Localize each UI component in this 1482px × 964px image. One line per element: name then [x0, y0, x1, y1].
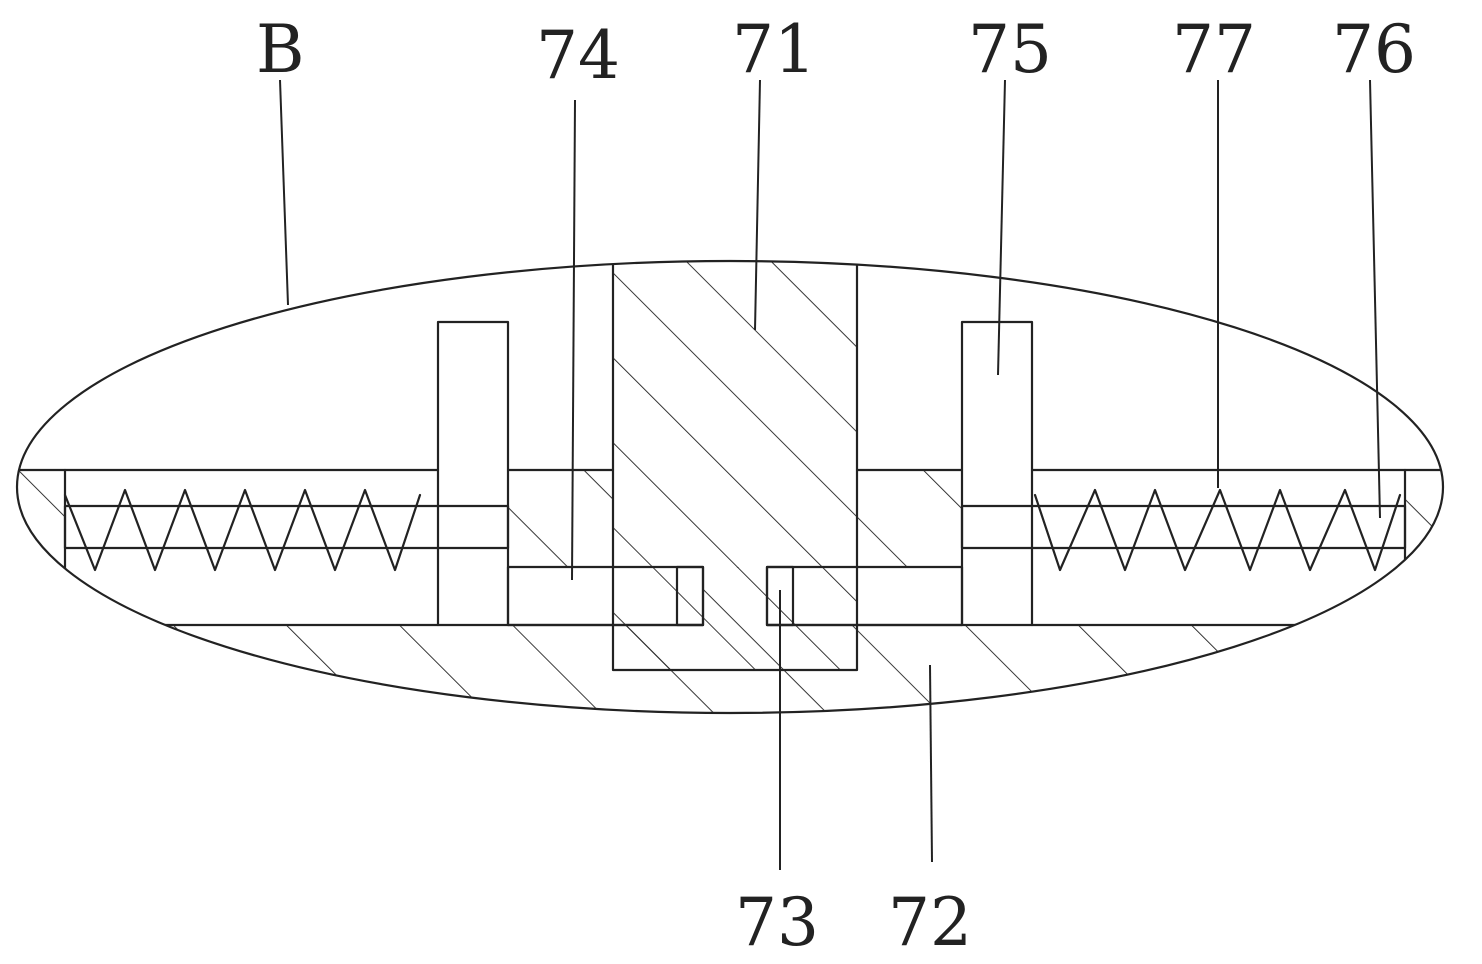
label-77: 77 [1172, 11, 1256, 88]
leader-76 [1369, 79, 1381, 519]
left-guide-rod [63, 504, 510, 550]
right-guide-rod-76 [960, 504, 1407, 550]
label-74: 74 [536, 17, 620, 94]
leader-74 [571, 99, 576, 581]
leader-71 [754, 79, 761, 331]
left-spring [63, 488, 422, 572]
label-75: 75 [968, 11, 1052, 88]
leader-75 [997, 79, 1006, 376]
right-stop-block-75 [960, 320, 1034, 627]
label-72: 72 [888, 884, 972, 961]
left-stop-block [436, 320, 510, 627]
leader-B [279, 79, 289, 306]
label-76: 76 [1332, 11, 1416, 88]
leader-72 [929, 664, 933, 863]
label-71: 71 [732, 11, 816, 88]
left-latch-tip [675, 565, 705, 627]
center-column-71 [613, 261, 857, 568]
label-73: 73 [735, 884, 819, 961]
label-B: B [256, 11, 305, 88]
right-spring-77 [1033, 488, 1402, 572]
